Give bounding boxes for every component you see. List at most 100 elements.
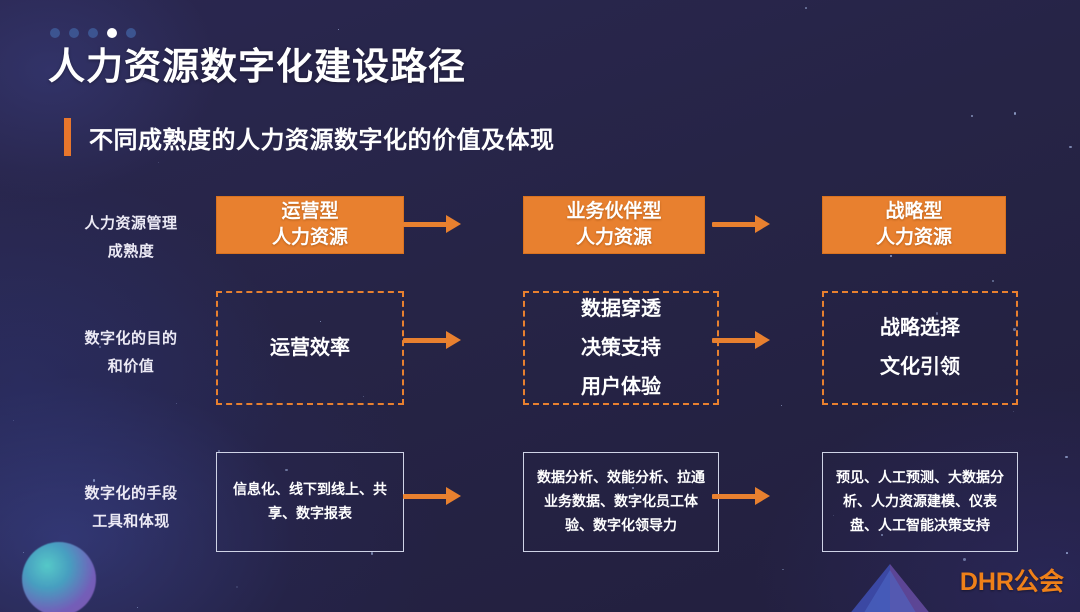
star-particle bbox=[935, 312, 939, 315]
subtitle-accent-bar bbox=[64, 118, 71, 156]
row-label-2: 数字化的手段工具和体现 bbox=[56, 480, 206, 536]
arrow-head-icon bbox=[755, 215, 770, 233]
matrix-cell-r2-c2[interactable]: 预见、人工预测、大数据分析、人力资源建模、仪表盘、人工智能决策支持 bbox=[822, 452, 1018, 552]
star-particle bbox=[889, 254, 892, 257]
star-particle bbox=[963, 557, 967, 561]
matrix-cell-r2-c0[interactable]: 信息化、线下到线上、共享、数字报表 bbox=[216, 452, 404, 552]
star-particle bbox=[12, 420, 14, 422]
arrow-shaft bbox=[712, 221, 756, 227]
matrix-cell-text: 数据穿透决策支持用户体验 bbox=[581, 290, 661, 407]
star-particle bbox=[99, 345, 102, 348]
row-label-line: 数字化的目的 bbox=[84, 330, 178, 347]
flow-arrow-r1-0 bbox=[403, 329, 461, 351]
flow-arrow-r2-0 bbox=[403, 485, 461, 507]
flow-arrow-r0-0 bbox=[403, 213, 461, 235]
header-dot-4 bbox=[126, 28, 136, 38]
matrix-cell-line: 人力资源 bbox=[875, 227, 952, 248]
star-particle bbox=[781, 405, 783, 407]
flow-arrow-r2-1 bbox=[712, 485, 770, 507]
star-particle bbox=[319, 320, 321, 322]
flow-arrow-r0-1 bbox=[712, 213, 770, 235]
star-particle bbox=[949, 358, 951, 361]
matrix-cell-line: 人力资源 bbox=[271, 227, 348, 248]
star-particle bbox=[176, 402, 177, 404]
star-particle bbox=[992, 280, 995, 283]
star-particle bbox=[22, 552, 24, 554]
header-dot-0 bbox=[50, 28, 60, 38]
arrow-shaft bbox=[403, 337, 447, 343]
star-particle bbox=[338, 28, 340, 31]
arrow-head-icon bbox=[755, 331, 770, 349]
matrix-cell-text: 战略型人力资源 bbox=[876, 199, 952, 250]
star-particle bbox=[1066, 552, 1068, 554]
matrix-cell-r0-c1[interactable]: 业务伙伴型人力资源 bbox=[523, 196, 705, 254]
arrow-shaft bbox=[712, 337, 756, 343]
matrix-cell-r2-c1[interactable]: 数据分析、效能分析、拉通业务数据、数字化员工体验、数字化领导力 bbox=[523, 452, 719, 552]
star-particle bbox=[632, 486, 635, 489]
matrix-cell-line: 战略选择 bbox=[880, 317, 960, 339]
header-dot-2 bbox=[88, 28, 98, 38]
row-label-line: 数字化的手段 bbox=[84, 485, 178, 502]
matrix-cell-text: 业务伙伴型人力资源 bbox=[566, 199, 661, 250]
matrix-cell-text: 运营型人力资源 bbox=[272, 199, 348, 250]
star-particle bbox=[970, 115, 973, 118]
matrix-cell-line: 数据穿透 bbox=[581, 297, 661, 320]
matrix-cell-text: 战略选择文化引领 bbox=[880, 309, 960, 387]
star-particle bbox=[235, 585, 238, 588]
matrix-cell-line: 文化引领 bbox=[880, 356, 960, 378]
flow-arrow-r1-1 bbox=[712, 329, 770, 351]
arrow-shaft bbox=[403, 493, 447, 499]
matrix-cell-line: 决策支持 bbox=[581, 336, 661, 359]
star-particle bbox=[370, 552, 373, 555]
matrix-cell-text: 信息化、线下到线上、共享、数字报表 bbox=[233, 481, 387, 521]
matrix-cell-r1-c1[interactable]: 数据穿透决策支持用户体验 bbox=[523, 291, 719, 405]
star-particle bbox=[1012, 410, 1014, 412]
matrix-cell-r0-c0[interactable]: 运营型人力资源 bbox=[216, 196, 404, 254]
arrow-shaft bbox=[712, 493, 756, 499]
header-dots bbox=[50, 28, 136, 38]
brand-logo: DHR公会 bbox=[959, 568, 1064, 596]
row-label-1: 数字化的目的和价值 bbox=[56, 325, 206, 381]
arrow-head-icon bbox=[755, 487, 770, 505]
star-particle bbox=[1069, 145, 1072, 149]
row-label-0: 人力资源管理成熟度 bbox=[56, 210, 206, 266]
row-label-line: 成熟度 bbox=[107, 242, 155, 260]
star-particle bbox=[363, 396, 365, 398]
star-particle bbox=[917, 496, 920, 499]
pyramid-front-face bbox=[862, 570, 918, 612]
star-particle bbox=[1065, 455, 1068, 459]
star-particle bbox=[217, 449, 220, 453]
matrix-cell-r1-c0[interactable]: 运营效率 bbox=[216, 291, 404, 405]
page-title: 人力资源数字化建设路径 bbox=[48, 46, 466, 87]
matrix-cell-line: 人力资源 bbox=[575, 227, 652, 248]
arrow-head-icon bbox=[446, 331, 461, 349]
star-particle bbox=[832, 514, 835, 516]
star-particle bbox=[805, 7, 807, 9]
star-particle bbox=[100, 53, 102, 54]
arrow-head-icon bbox=[446, 487, 461, 505]
star-particle bbox=[1013, 328, 1016, 331]
gradient-pyramid-decoration bbox=[848, 564, 932, 612]
matrix-cell-text: 预见、人工预测、大数据分析、人力资源建模、仪表盘、人工智能决策支持 bbox=[836, 469, 1004, 533]
matrix-cell-line: 战略型 bbox=[885, 201, 943, 223]
matrix-cell-line: 业务伙伴型 bbox=[566, 201, 662, 223]
row-label-line: 人力资源管理 bbox=[84, 215, 178, 232]
star-particle bbox=[158, 162, 160, 164]
subtitle-group: 不同成熟度的人力资源数字化的价值及体现 bbox=[64, 118, 555, 156]
gradient-sphere-decoration bbox=[22, 542, 96, 612]
star-particle bbox=[285, 468, 288, 472]
header-dot-3 bbox=[107, 28, 117, 38]
arrow-shaft bbox=[403, 221, 447, 227]
star-particle bbox=[136, 606, 138, 609]
matrix-cell-r0-c2[interactable]: 战略型人力资源 bbox=[822, 196, 1006, 254]
matrix-cell-r1-c2[interactable]: 战略选择文化引领 bbox=[822, 291, 1018, 405]
row-label-line: 工具和体现 bbox=[92, 512, 170, 530]
row-label-line: 和价值 bbox=[107, 357, 155, 375]
subtitle-text: 不同成熟度的人力资源数字化的价值及体现 bbox=[89, 126, 555, 154]
star-particle bbox=[880, 534, 883, 537]
matrix-cell-text: 运营效率 bbox=[270, 329, 350, 368]
star-particle bbox=[1013, 112, 1017, 115]
